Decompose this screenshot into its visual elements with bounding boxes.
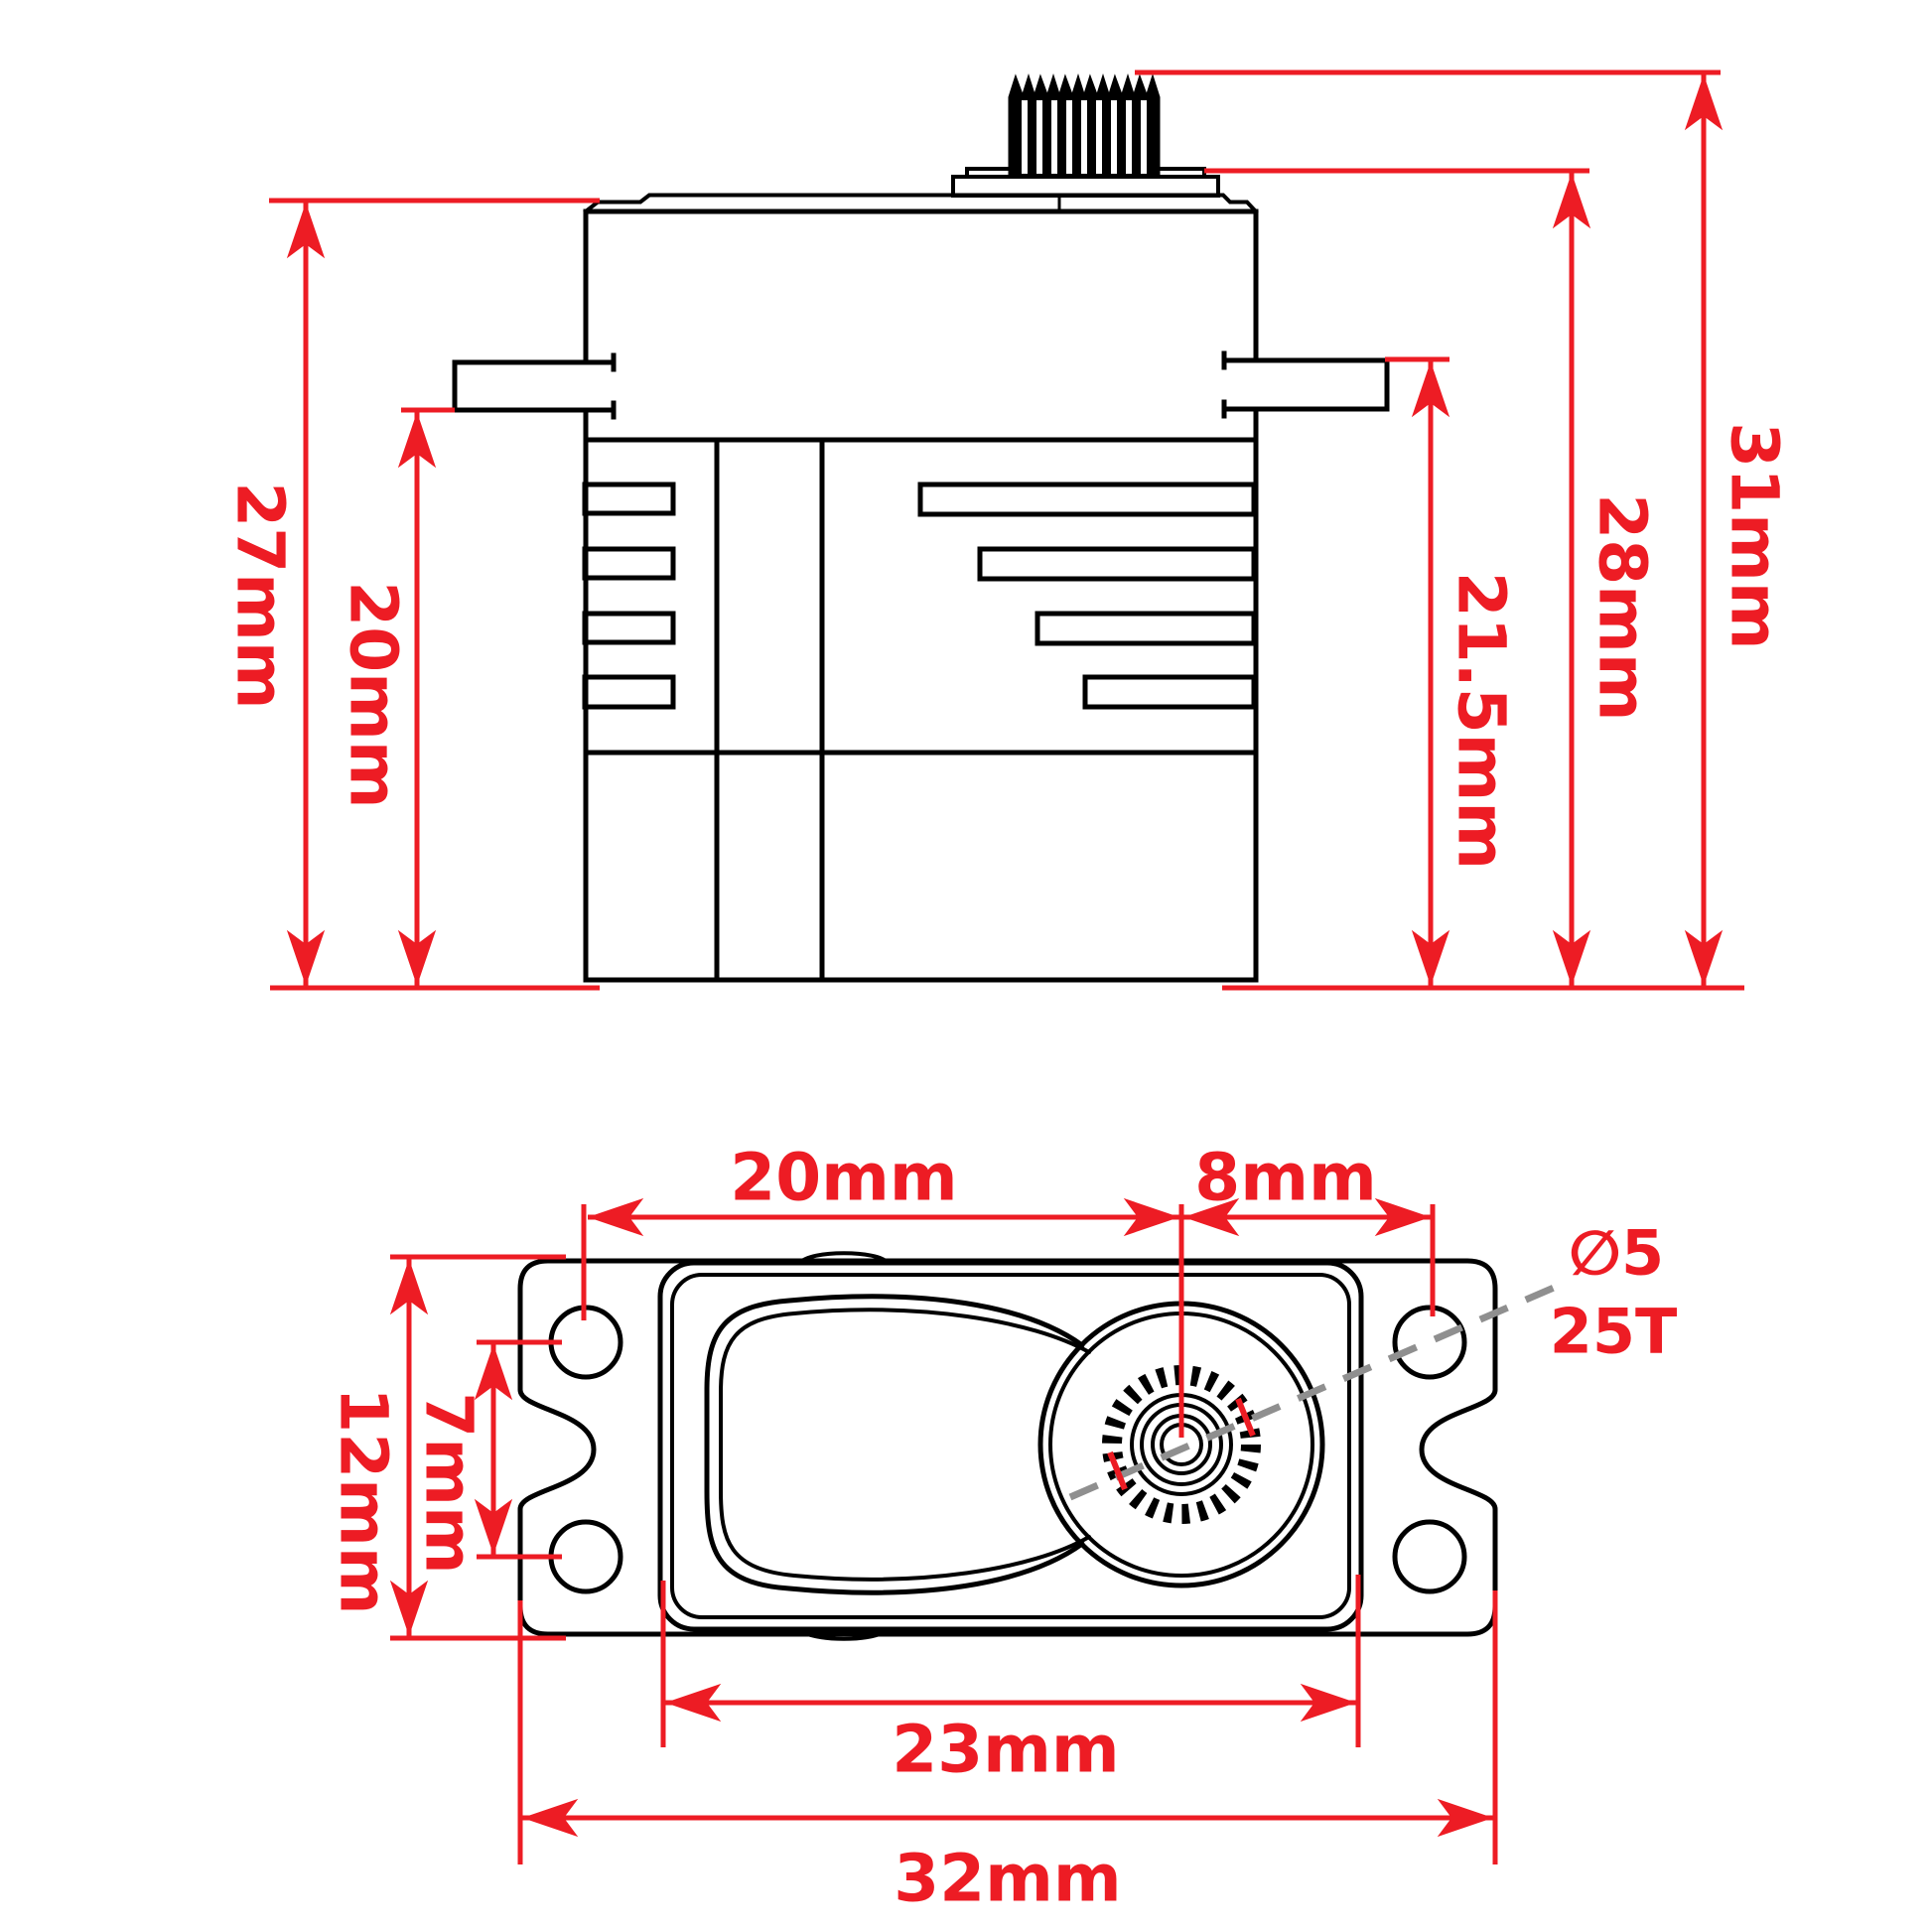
label-7mm: 7mm — [411, 1392, 487, 1574]
label-21-5mm: 21.5mm — [1444, 572, 1520, 870]
label-8mm: 8mm — [1194, 1140, 1376, 1216]
servo-body-outline — [583, 208, 1259, 983]
case-edge-bump-bottom — [798, 1627, 890, 1641]
top-surface-contour-inner — [719, 1308, 1091, 1582]
side-view-labels: 27mm 20mm 21.5mm 28mm 31mm — [222, 422, 1793, 870]
vent-slot — [917, 482, 1257, 517]
vent-slot — [582, 546, 676, 581]
vent-slots-left — [582, 482, 676, 710]
top-view-dimensions — [389, 1197, 1498, 1864]
label-12mm: 12mm — [326, 1387, 402, 1614]
side-view-dimensions — [269, 69, 1744, 991]
mounting-bracket-outline — [517, 1258, 1498, 1637]
label-27mm: 27mm — [222, 482, 299, 709]
label-31mm: 31mm — [1717, 422, 1793, 649]
label-20mm: 20mm — [336, 581, 412, 808]
top-surface-contour-outer — [704, 1294, 1085, 1595]
side-view — [452, 73, 1390, 983]
mounting-hole — [1392, 1305, 1467, 1380]
vent-slot — [1082, 674, 1257, 710]
case-outer — [657, 1260, 1364, 1632]
label-spline-diameter: ∅5 — [1569, 1217, 1664, 1290]
mounting-hole — [1392, 1519, 1467, 1594]
centerline — [1068, 1284, 1556, 1501]
spline-cap-step-lower — [951, 175, 1220, 198]
label-28mm: 28mm — [1585, 493, 1661, 721]
vent-slot — [1035, 611, 1257, 646]
vent-slots-right — [917, 482, 1257, 710]
case-edge-bump-top — [798, 1251, 890, 1265]
mounting-tab-right — [1221, 350, 1390, 419]
top-view — [517, 1251, 1498, 1641]
diameter-ticks — [1107, 1397, 1256, 1491]
case-inner — [670, 1273, 1351, 1619]
servo-top-lid — [583, 193, 1259, 214]
vent-slot — [582, 611, 676, 645]
label-23mm: 23mm — [892, 1712, 1119, 1788]
label-32mm: 32mm — [894, 1841, 1121, 1917]
vent-slot — [582, 482, 676, 516]
mounting-tab-left — [452, 352, 617, 420]
spline-gear-stripes — [1022, 100, 1147, 174]
top-view-labels: 20mm 8mm 12mm 7mm 23mm 32mm ∅5 25T — [326, 1140, 1678, 1917]
vent-slot — [977, 546, 1257, 582]
label-20mm-top: 20mm — [730, 1140, 957, 1216]
label-spline-teeth: 25T — [1550, 1296, 1678, 1368]
vent-slot — [582, 674, 676, 710]
